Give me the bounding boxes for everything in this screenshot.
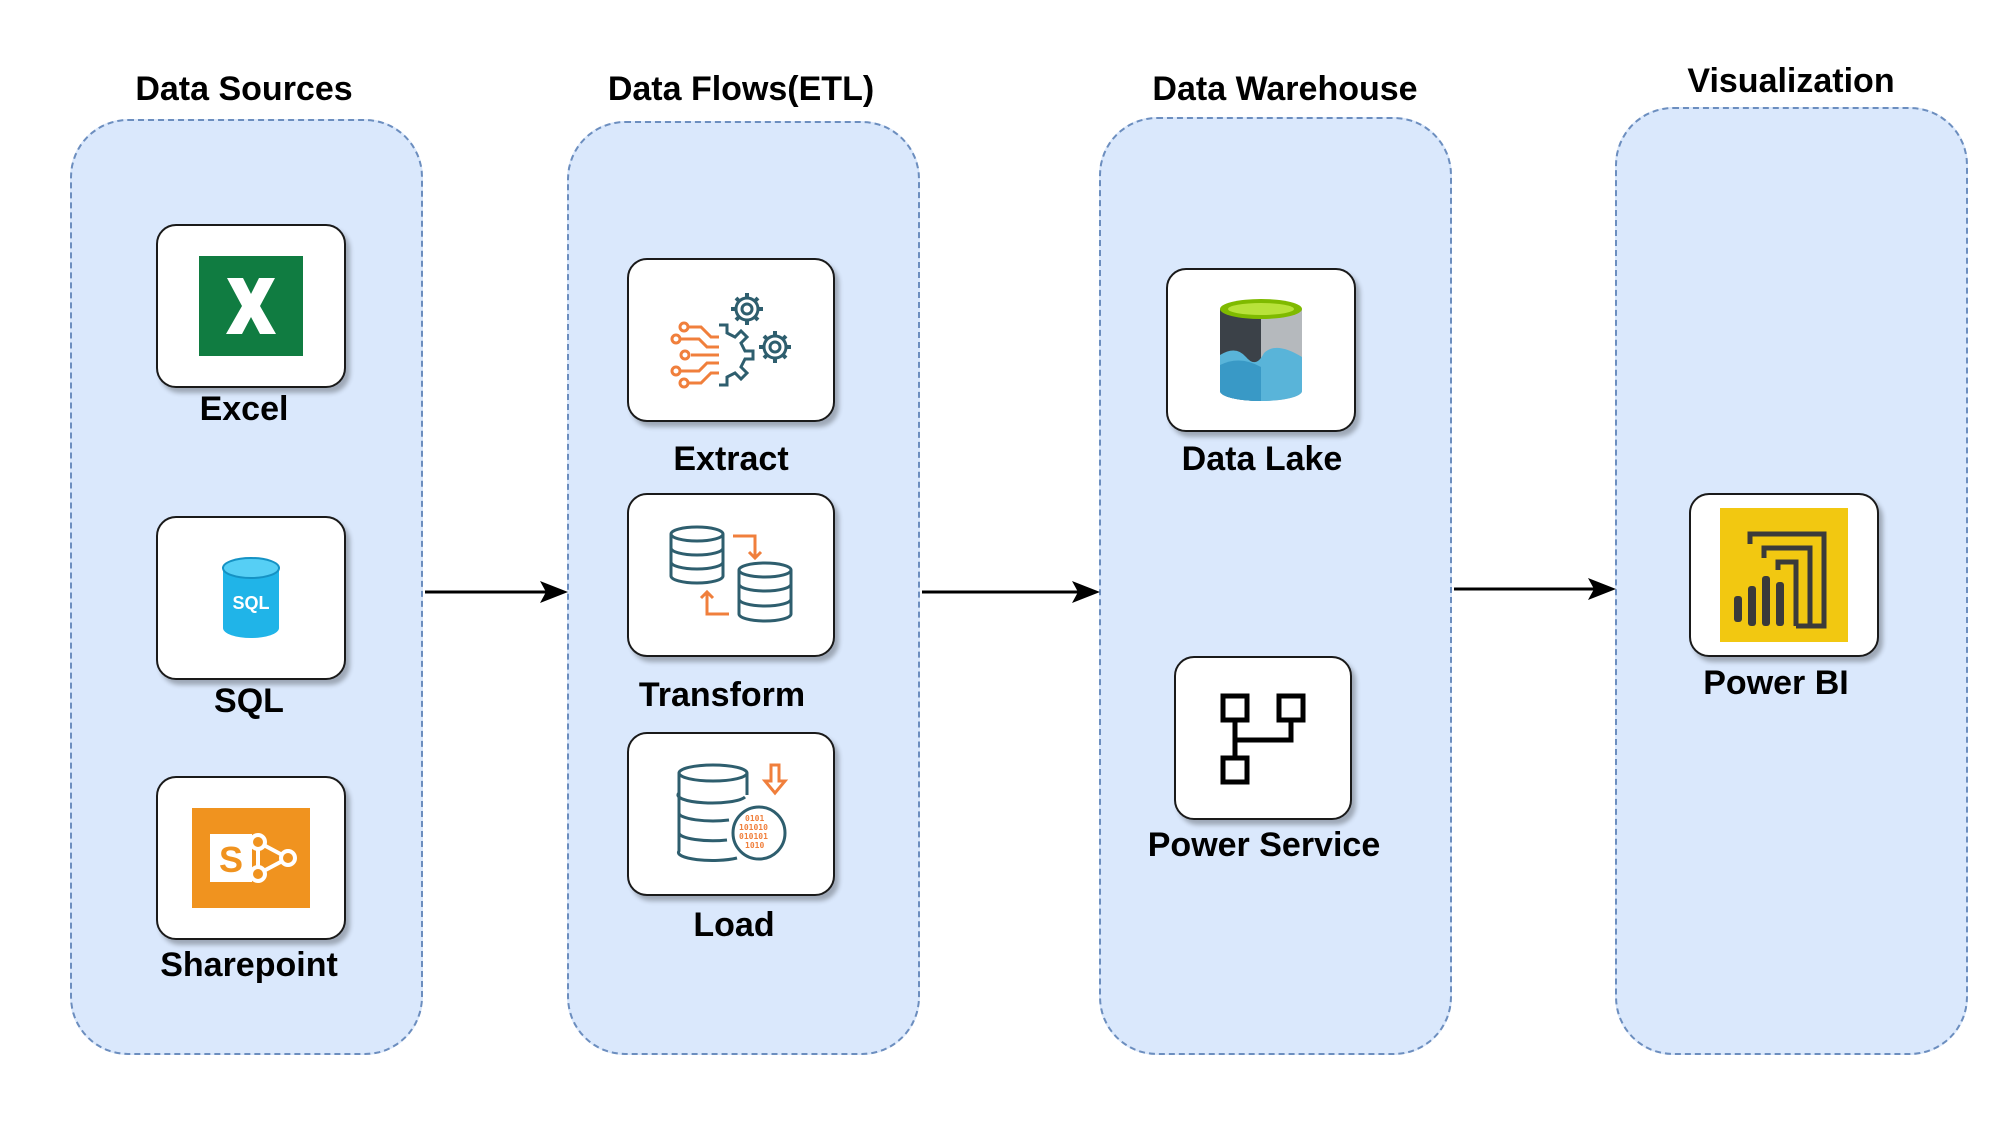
database-load-icon: 0101 101010 010101 1010 <box>676 763 789 862</box>
svg-text:101010: 101010 <box>739 823 768 832</box>
arrow-warehouse-to-visualization <box>1454 578 1616 600</box>
arrow-sources-to-etl <box>425 581 568 603</box>
arrow-etl-to-warehouse <box>922 581 1100 603</box>
node-label-sharepoint: Sharepoint <box>160 946 338 984</box>
node-label-data-lake: Data Lake <box>1181 440 1343 478</box>
sharepoint-icon: S <box>192 808 310 908</box>
sql-database-icon: SQL <box>222 557 280 638</box>
node-label-load: Load <box>693 906 775 944</box>
node-sql: SQL <box>156 516 346 680</box>
gears-extract-icon <box>670 293 791 389</box>
node-label-power-bi: Power BI <box>1703 664 1849 702</box>
lane-title-data-warehouse: Data Warehouse <box>1152 70 1418 108</box>
node-load: 0101 101010 010101 1010 <box>627 732 835 896</box>
node-label-transform: Transform <box>638 676 806 714</box>
node-excel <box>156 224 346 388</box>
lane-title-data-sources: Data Sources <box>135 70 353 108</box>
data-lake-icon <box>1220 299 1302 401</box>
lane-title-visualization: Visualization <box>1687 62 1895 100</box>
lane-title-data-flows-etl: Data Flows(ETL) <box>607 70 875 108</box>
node-label-sql: SQL <box>214 682 284 720</box>
database-transform-icon <box>669 525 793 623</box>
node-label-power-service: Power Service <box>1147 826 1381 864</box>
node-label-extract: Extract <box>673 440 789 478</box>
power-bi-icon <box>1720 508 1848 642</box>
node-sharepoint: S <box>156 776 346 940</box>
sharepoint-icon-text: S <box>219 839 243 880</box>
flow-diagram-icon <box>1220 693 1306 785</box>
node-data-lake <box>1166 268 1356 432</box>
node-power-service <box>1174 656 1352 820</box>
node-label-excel: Excel <box>199 390 289 428</box>
node-power-bi <box>1689 493 1879 657</box>
sql-icon-text: SQL <box>232 593 269 613</box>
svg-text:1010: 1010 <box>745 841 764 850</box>
svg-text:010101: 010101 <box>739 832 768 841</box>
excel-icon <box>199 256 303 356</box>
node-extract <box>627 258 835 422</box>
node-transform <box>627 493 835 657</box>
svg-text:0101: 0101 <box>745 814 764 823</box>
